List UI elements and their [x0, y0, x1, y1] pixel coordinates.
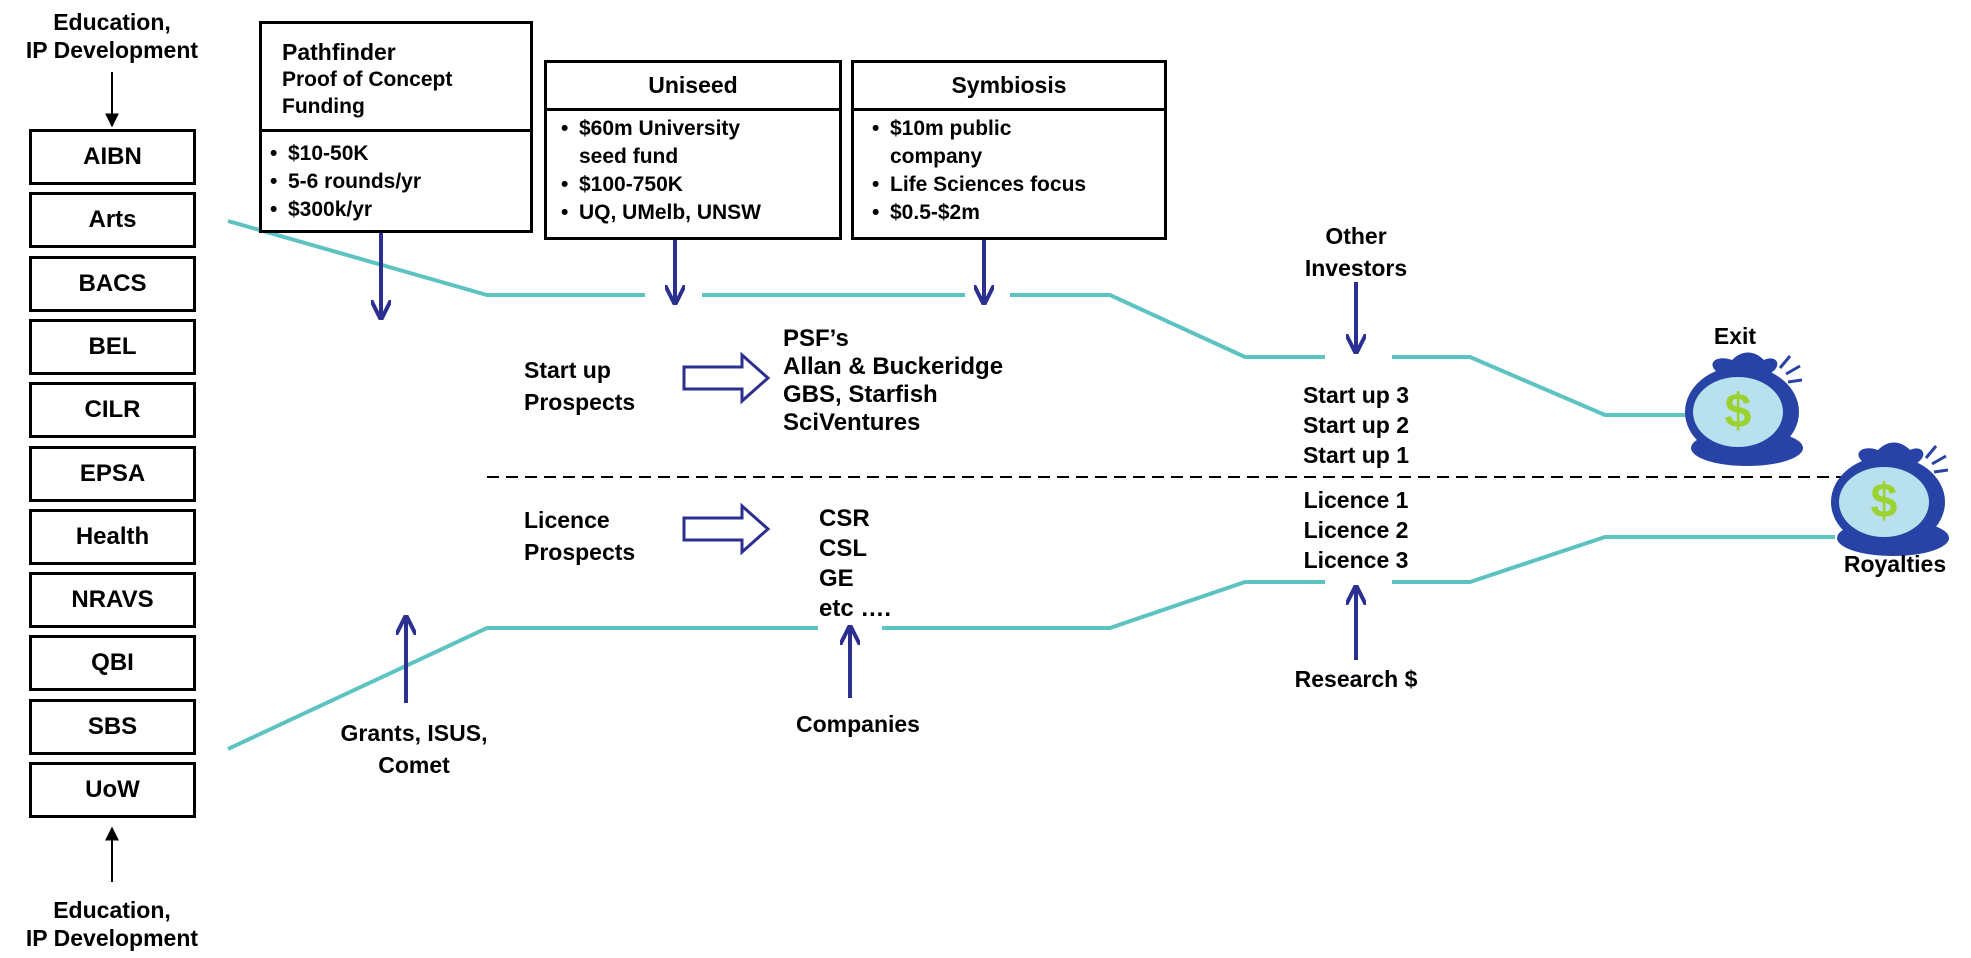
licences-list: Licence 1 Licence 2 Licence 3 — [1266, 485, 1446, 575]
licence-item: Licence 3 — [1303, 547, 1409, 573]
department-box: Health — [29, 509, 196, 565]
pathfinder-subtitle: Proof of Concept Funding — [282, 68, 453, 118]
symbiosis-title: Symbiosis — [951, 72, 1067, 98]
department-box: NRAVS — [29, 572, 196, 628]
symbiosis-box: Symbiosis $10m public company Life Scien… — [851, 60, 1167, 240]
startup-block-arrow — [682, 351, 771, 405]
startup-partner: SciVentures — [783, 409, 921, 436]
department-box: BEL — [29, 319, 196, 375]
licence-flow-line-3 — [1392, 535, 1835, 584]
svg-text:$: $ — [1725, 385, 1752, 438]
pathfinder-title: Pathfinder — [282, 39, 396, 65]
royalties-label: Royalties — [1843, 551, 1947, 577]
symbiosis-bullet: $10m public — [870, 115, 1164, 143]
licence-partner: CSR — [819, 505, 870, 532]
uniseed-box: Uniseed $60m University seed fund $100-7… — [544, 60, 842, 240]
startup-item: Start up 1 — [1302, 442, 1410, 468]
department-box: SBS — [29, 699, 196, 755]
licence-item: Licence 2 — [1303, 517, 1409, 543]
licence-flow-line-2 — [882, 580, 1325, 630]
pathfinder-bullets: $10-50K 5-6 rounds/yr $300k/yr — [268, 140, 530, 224]
symbiosis-bullets: $10m public company Life Sciences focus … — [870, 115, 1164, 227]
startup-partner: GBS, Starfish — [783, 381, 938, 408]
symbiosis-bullet: Life Sciences focus — [870, 171, 1164, 199]
startup-item: Start up 2 — [1302, 412, 1410, 438]
licence-flow-line — [227, 626, 818, 751]
startup-partner: Allan & Buckeridge — [783, 353, 1004, 380]
svg-text:$: $ — [1871, 475, 1898, 528]
royalties-money-bag-icon: $ — [1831, 442, 1949, 556]
education-bottom-label: Education, IP Development — [25, 897, 199, 951]
uniseed-bullet-continued: seed fund — [579, 145, 679, 168]
licence-partner: etc …. — [819, 595, 892, 622]
startup-prospects-label: Start up Prospects — [524, 357, 636, 415]
pathfinder-bullet: $10-50K — [268, 140, 530, 168]
licence-item: Licence 1 — [1303, 487, 1409, 513]
startup-flow-line-3 — [1010, 293, 1325, 359]
department-box: CILR — [29, 382, 196, 438]
licence-partner: GE — [819, 565, 854, 592]
department-box: EPSA — [29, 446, 196, 502]
department-box: UoW — [29, 762, 196, 818]
uniseed-bullet: $60m University — [559, 115, 839, 143]
exit-label: Exit — [1713, 323, 1757, 349]
research-label: Research $ — [1294, 666, 1418, 692]
department-box: Arts — [29, 192, 196, 248]
grants-label: Grants, ISUS, Comet — [340, 720, 488, 778]
startup-partners-list: PSF’s Allan & Buckeridge GBS, Starfish S… — [783, 325, 1003, 437]
pathfinder-bullet: $300k/yr — [268, 196, 530, 224]
pathfinder-box: Pathfinder Proof of Concept Funding $10-… — [259, 21, 533, 233]
startup-flow-line — [227, 219, 645, 297]
startup-partner: PSF’s — [783, 325, 849, 352]
startup-flow-line-4 — [1392, 355, 1700, 417]
uniseed-title: Uniseed — [648, 72, 738, 98]
licence-block-arrow — [682, 502, 771, 556]
startup-item: Start up 3 — [1302, 382, 1410, 408]
uniseed-bullets: $60m University seed fund $100-750K UQ, … — [559, 115, 839, 227]
symbiosis-bullet-continued: company — [890, 145, 983, 168]
exit-money-bag-icon: $ — [1685, 352, 1803, 466]
department-box: BACS — [29, 256, 196, 312]
pathfinder-bullet: 5-6 rounds/yr — [268, 168, 530, 196]
startups-list: Start up 3 Start up 2 Start up 1 — [1266, 380, 1446, 470]
uniseed-bullet: $100-750K — [559, 171, 839, 199]
department-box: AIBN — [29, 129, 196, 185]
education-top-label: Education, IP Development — [25, 9, 199, 63]
licence-partner: CSL — [819, 535, 867, 562]
uniseed-bullet: UQ, UMelb, UNSW — [559, 199, 839, 227]
symbiosis-bullet: $0.5-$2m — [870, 199, 1164, 227]
licence-prospects-label: Licence Prospects — [524, 507, 636, 565]
department-box: QBI — [29, 635, 196, 691]
other-investors-label: Other Investors — [1304, 223, 1408, 281]
companies-label: Companies — [796, 711, 920, 737]
licence-partners-list: CSR CSL GE etc …. — [819, 504, 891, 624]
